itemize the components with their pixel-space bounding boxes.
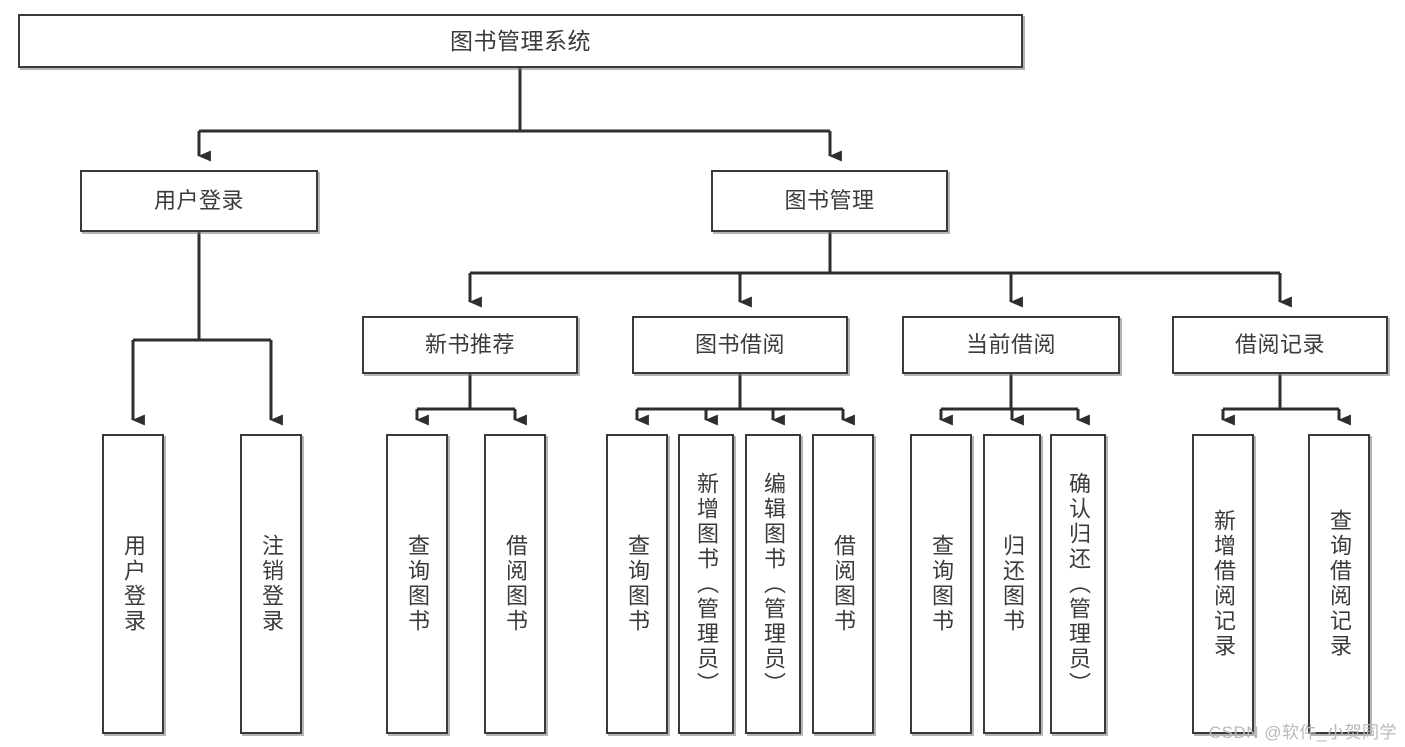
- node-leaf-edit-book[interactable]: 编辑图书（管理员）: [745, 434, 801, 734]
- watermark: CSDN @软件_小贺同学: [1208, 723, 1397, 742]
- node-borrow-record-label: 借阅记录: [1234, 332, 1325, 358]
- node-leaf-query-book-1-label: 查询图书: [404, 534, 430, 634]
- node-book-manage-label: 图书管理: [784, 188, 875, 214]
- node-new-book-recommend-label: 新书推荐: [424, 332, 515, 358]
- node-book-borrow[interactable]: 图书借阅: [632, 316, 848, 374]
- node-leaf-query-book-3-label: 查询图书: [928, 534, 954, 634]
- node-current-borrow-label: 当前借阅: [965, 332, 1056, 358]
- node-leaf-return-book-label: 归还图书: [999, 534, 1025, 634]
- node-leaf-user-login-label: 用户登录: [120, 534, 146, 634]
- node-leaf-borrow-book-1-label: 借阅图书: [502, 534, 528, 634]
- node-new-book-recommend[interactable]: 新书推荐: [362, 316, 578, 374]
- node-leaf-edit-book-label: 编辑图书（管理员）: [760, 471, 786, 697]
- node-user-login-label: 用户登录: [153, 188, 244, 214]
- node-root[interactable]: 图书管理系统: [18, 14, 1023, 68]
- node-leaf-confirm-return-label: 确认归还（管理员）: [1065, 471, 1091, 697]
- node-leaf-add-record[interactable]: 新增借阅记录: [1192, 434, 1254, 734]
- node-book-borrow-label: 图书借阅: [694, 332, 785, 358]
- node-leaf-user-login[interactable]: 用户登录: [102, 434, 164, 734]
- node-leaf-borrow-book-2-label: 借阅图书: [830, 534, 856, 634]
- node-leaf-logout-label: 注销登录: [258, 534, 284, 634]
- node-user-login[interactable]: 用户登录: [80, 170, 318, 232]
- node-leaf-query-book-2[interactable]: 查询图书: [606, 434, 668, 734]
- node-leaf-query-book-2-label: 查询图书: [624, 534, 650, 634]
- node-leaf-borrow-book-2[interactable]: 借阅图书: [812, 434, 874, 734]
- node-leaf-query-record[interactable]: 查询借阅记录: [1308, 434, 1370, 734]
- node-borrow-record[interactable]: 借阅记录: [1172, 316, 1388, 374]
- node-root-label: 图书管理系统: [450, 27, 591, 54]
- node-leaf-add-book-label: 新增图书（管理员）: [693, 471, 719, 697]
- node-leaf-borrow-book-1[interactable]: 借阅图书: [484, 434, 546, 734]
- node-leaf-query-book-1[interactable]: 查询图书: [386, 434, 448, 734]
- node-leaf-return-book[interactable]: 归还图书: [983, 434, 1041, 734]
- node-leaf-confirm-return[interactable]: 确认归还（管理员）: [1050, 434, 1106, 734]
- node-leaf-query-book-3[interactable]: 查询图书: [910, 434, 972, 734]
- node-leaf-add-record-label: 新增借阅记录: [1210, 509, 1236, 659]
- node-leaf-query-record-label: 查询借阅记录: [1326, 509, 1352, 659]
- node-book-manage[interactable]: 图书管理: [711, 170, 948, 232]
- node-current-borrow[interactable]: 当前借阅: [902, 316, 1120, 374]
- node-leaf-logout[interactable]: 注销登录: [240, 434, 302, 734]
- node-leaf-add-book[interactable]: 新增图书（管理员）: [678, 434, 734, 734]
